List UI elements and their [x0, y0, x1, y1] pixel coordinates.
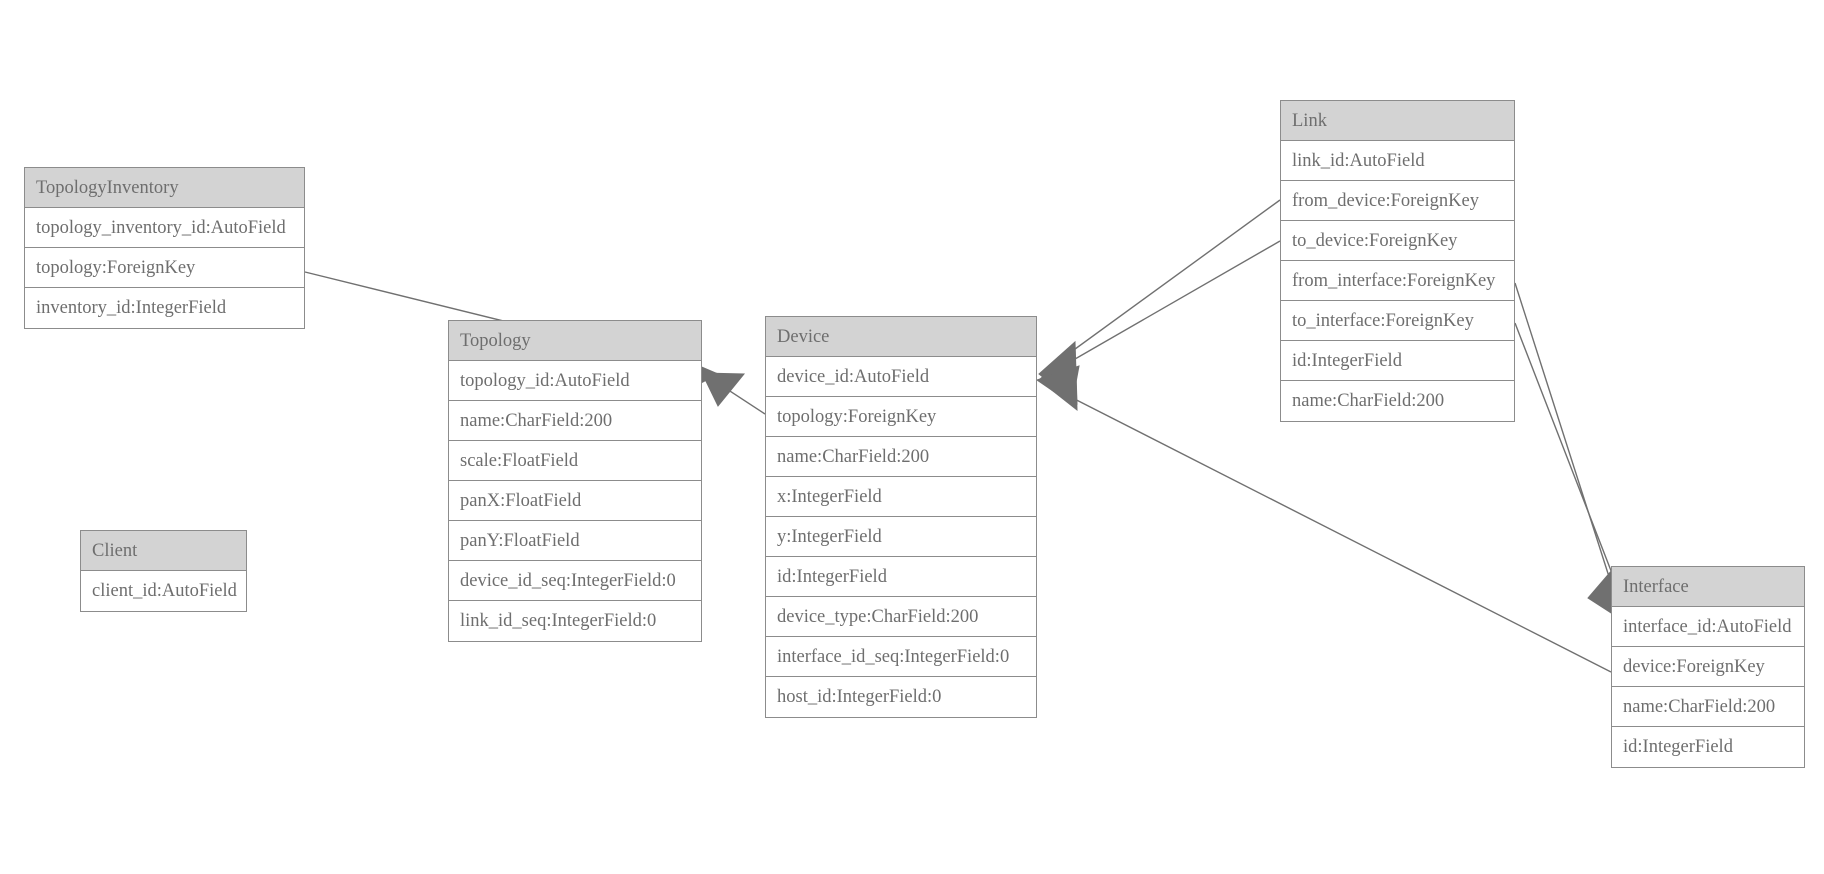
- relation-line: [1048, 240, 1281, 375]
- field-row[interactable]: id:IntegerField: [1281, 341, 1514, 381]
- field-row[interactable]: host_id:IntegerField:0: [766, 677, 1036, 717]
- relation-line: [709, 377, 766, 415]
- field-row[interactable]: id:IntegerField: [1612, 727, 1804, 767]
- field-row[interactable]: topology:ForeignKey: [25, 248, 304, 288]
- rel-link-from-interface: [1514, 282, 1626, 624]
- field-row[interactable]: link_id:AutoField: [1281, 141, 1514, 181]
- arrowhead-icon: [1038, 346, 1078, 412]
- arrowhead-icon: [1035, 365, 1080, 405]
- field-row[interactable]: name:CharField:200: [766, 437, 1036, 477]
- field-row[interactable]: topology_id:AutoField: [449, 361, 701, 401]
- field-row[interactable]: from_interface:ForeignKey: [1281, 261, 1514, 301]
- entity-title-device: Device: [766, 317, 1036, 357]
- field-row[interactable]: interface_id:AutoField: [1612, 607, 1804, 647]
- field-row[interactable]: device:ForeignKey: [1612, 647, 1804, 687]
- arrowhead-icon: [701, 372, 746, 407]
- rel-link-to-device: [1038, 240, 1281, 412]
- field-row[interactable]: from_device:ForeignKey: [1281, 181, 1514, 221]
- field-row[interactable]: topology:ForeignKey: [766, 397, 1036, 437]
- field-row[interactable]: to_interface:ForeignKey: [1281, 301, 1514, 341]
- entity-title-topology: Topology: [449, 321, 701, 361]
- field-row[interactable]: to_device:ForeignKey: [1281, 221, 1514, 261]
- field-row[interactable]: device_id:AutoField: [766, 357, 1036, 397]
- rel-link-from-device: [1038, 199, 1281, 406]
- field-row[interactable]: inventory_id:IntegerField: [25, 288, 304, 328]
- entity-title-link: Link: [1281, 101, 1514, 141]
- relation-line: [1048, 199, 1281, 369]
- field-row[interactable]: topology_inventory_id:AutoField: [25, 208, 304, 248]
- entity-title-topology_inventory: TopologyInventory: [25, 168, 304, 208]
- field-row[interactable]: device_id_seq:IntegerField:0: [449, 561, 701, 601]
- field-row[interactable]: id:IntegerField: [766, 557, 1036, 597]
- field-row[interactable]: scale:FloatField: [449, 441, 701, 481]
- field-row[interactable]: name:CharField:200: [1612, 687, 1804, 727]
- field-row[interactable]: interface_id_seq:IntegerField:0: [766, 637, 1036, 677]
- rel-device-topology: [701, 372, 766, 415]
- field-row[interactable]: name:CharField:200: [1281, 381, 1514, 421]
- field-row[interactable]: device_type:CharField:200: [766, 597, 1036, 637]
- entity-title-interface: Interface: [1612, 567, 1804, 607]
- entity-fields-client: client_id:AutoField: [81, 571, 246, 611]
- relation-line: [1514, 282, 1621, 612]
- arrowhead-icon: [1038, 340, 1078, 406]
- field-row[interactable]: link_id_seq:IntegerField:0: [449, 601, 701, 641]
- field-row[interactable]: y:IntegerField: [766, 517, 1036, 557]
- entity-title-client: Client: [81, 531, 246, 571]
- field-row[interactable]: client_id:AutoField: [81, 571, 246, 611]
- relation-line: [1048, 385, 1612, 673]
- field-row[interactable]: name:CharField:200: [449, 401, 701, 441]
- field-row[interactable]: panY:FloatField: [449, 521, 701, 561]
- field-row[interactable]: panX:FloatField: [449, 481, 701, 521]
- field-row[interactable]: x:IntegerField: [766, 477, 1036, 517]
